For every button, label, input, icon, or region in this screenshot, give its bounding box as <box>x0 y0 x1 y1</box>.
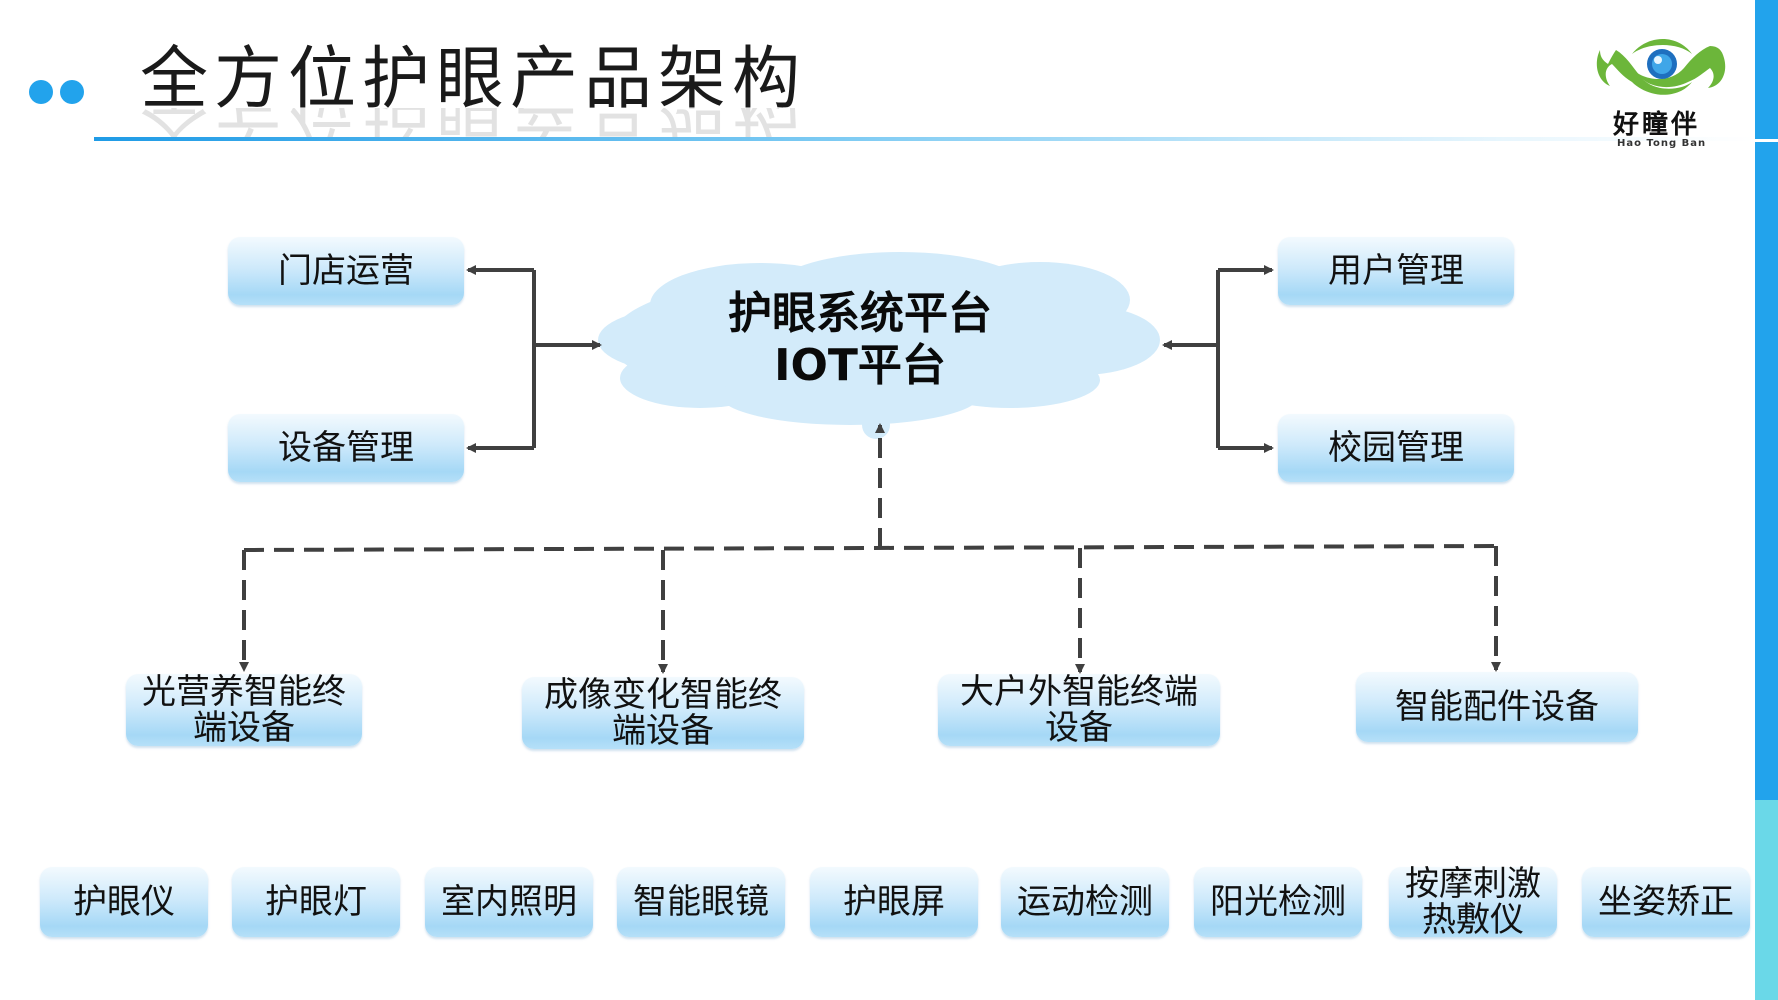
node-campus-management[interactable]: 校园管理 <box>1278 414 1514 482</box>
node-label-line1: 按摩刺激 <box>1405 864 1541 904</box>
node-product-massage-hot-compress[interactable]: 按摩刺激热敷仪 <box>1389 864 1557 940</box>
node-label: 校园管理 <box>1328 428 1464 468</box>
right-accent-bar-top <box>1755 0 1778 800</box>
title-underline <box>94 137 1754 141</box>
node-label: 用户管理 <box>1328 251 1464 291</box>
node-label: 门店运营 <box>278 251 414 291</box>
eye-logo-icon <box>1596 39 1726 95</box>
node-product-indoor-lighting[interactable]: 室内照明 <box>425 867 593 937</box>
logo-brand-pinyin: Hao Tong Ban <box>1617 138 1707 149</box>
node-label-line1: 护眼屏 <box>843 882 945 922</box>
right-accent-bar-bottom <box>1755 800 1778 1000</box>
node-label-line1: 运动检测 <box>1017 882 1153 922</box>
slide-title: 全方位护眼产品架构 <box>140 40 807 119</box>
node-label: 设备管理 <box>278 428 414 468</box>
node-label-line2: 热敷仪 <box>1422 900 1524 940</box>
node-product-smart-glasses[interactable]: 智能眼镜 <box>617 867 785 937</box>
node-product-eye-care-lamp[interactable]: 护眼灯 <box>232 867 400 937</box>
node-product-motion-detection[interactable]: 运动检测 <box>1001 867 1169 937</box>
cloud-shape <box>598 252 1160 439</box>
node-product-sunlight-detection[interactable]: 阳光检测 <box>1194 867 1362 937</box>
node-product-posture-correction[interactable]: 坐姿矫正 <box>1582 867 1750 937</box>
central-platform-title: 护眼系统平台 <box>728 288 992 339</box>
node-label-line1: 护眼仪 <box>73 882 175 922</box>
right-accent-tick <box>1753 139 1778 142</box>
title-bullet-dot <box>60 80 84 104</box>
central-platform-label: 护眼系统平台 IOT平台 <box>600 288 1120 392</box>
right-connector <box>1162 265 1274 453</box>
node-store-operations[interactable]: 门店运营 <box>228 237 464 305</box>
node-light-nutrition-terminal[interactable]: 光营养智能终端设备 <box>126 674 362 746</box>
node-label-line1: 阳光检测 <box>1210 882 1346 922</box>
logo-brand-name: 好瞳伴 <box>1613 110 1701 140</box>
node-product-eye-care-device[interactable]: 护眼仪 <box>40 867 208 937</box>
node-label-line2: 设备 <box>1045 708 1113 748</box>
node-label-line1: 光营养智能终 <box>142 672 346 712</box>
node-label-line2: 端设备 <box>193 708 295 748</box>
node-product-eye-care-screen[interactable]: 护眼屏 <box>810 867 978 937</box>
title-bullet-dot <box>29 80 53 104</box>
dashed-connector <box>239 423 1501 674</box>
central-platform-subtitle: IOT平台 <box>774 340 946 391</box>
node-label-line1: 智能配件设备 <box>1395 687 1599 727</box>
node-label-line1: 成像变化智能终 <box>544 675 782 715</box>
node-user-management[interactable]: 用户管理 <box>1278 237 1514 305</box>
node-device-management[interactable]: 设备管理 <box>228 414 464 482</box>
node-outdoor-terminal[interactable]: 大户外智能终端设备 <box>938 674 1220 746</box>
node-imaging-change-terminal[interactable]: 成像变化智能终端设备 <box>522 677 804 749</box>
node-label-line1: 室内照明 <box>441 882 577 922</box>
node-label-line1: 智能眼镜 <box>633 882 769 922</box>
left-connector <box>466 265 602 453</box>
node-label-line1: 坐姿矫正 <box>1598 882 1734 922</box>
node-label-line2: 端设备 <box>612 711 714 751</box>
node-label-line1: 护眼灯 <box>265 882 367 922</box>
node-label-line1: 大户外智能终端 <box>960 672 1198 712</box>
node-smart-accessory[interactable]: 智能配件设备 <box>1356 672 1638 742</box>
